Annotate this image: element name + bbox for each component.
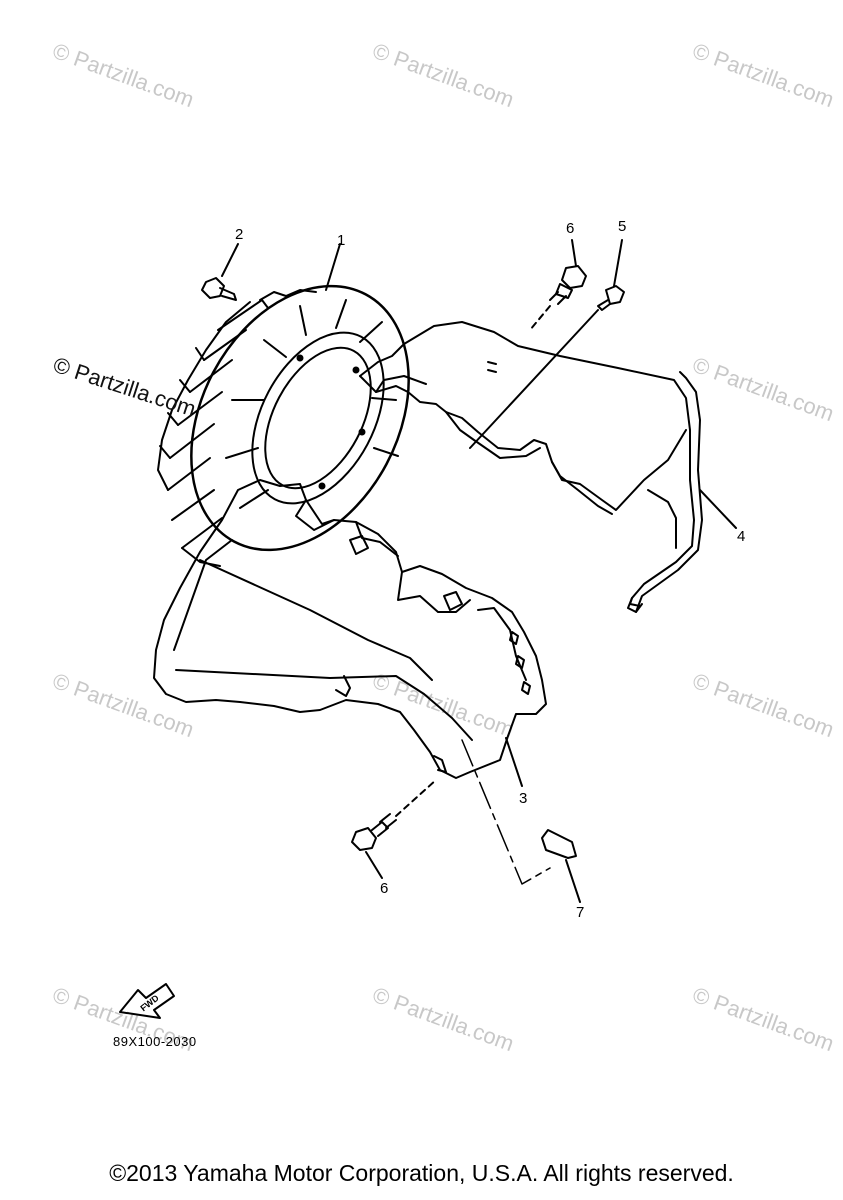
callout-4: 4 [737, 528, 746, 545]
leader-part-1 [325, 243, 341, 291]
callout-5: 5 [618, 218, 627, 235]
callout-1: 1 [337, 232, 346, 249]
flywheel-fan-part [157, 284, 410, 567]
plate-part-7 [461, 739, 581, 903]
callout-2: 2 [235, 226, 244, 243]
catalog-number: 89X100-2030 [113, 1034, 197, 1049]
callout-6: 6 [566, 220, 575, 237]
copyright-notice: ©2013 Yamaha Motor Corporation, U.S.A. A… [109, 1160, 734, 1186]
screw-part-5 [469, 239, 625, 449]
callout-6: 6 [380, 880, 389, 897]
callout-7: 7 [576, 904, 585, 921]
flange-bolt-part-6-lower [351, 779, 437, 879]
bolt-part-2 [201, 243, 239, 301]
callout-3: 3 [519, 790, 528, 807]
lower-cover-part [153, 479, 547, 787]
fwd-arrow-icon [119, 983, 175, 1019]
flange-bolt-part-6-upper [529, 239, 587, 331]
upper-cover-part [359, 321, 737, 613]
fwd-label: FWD [138, 993, 161, 1014]
